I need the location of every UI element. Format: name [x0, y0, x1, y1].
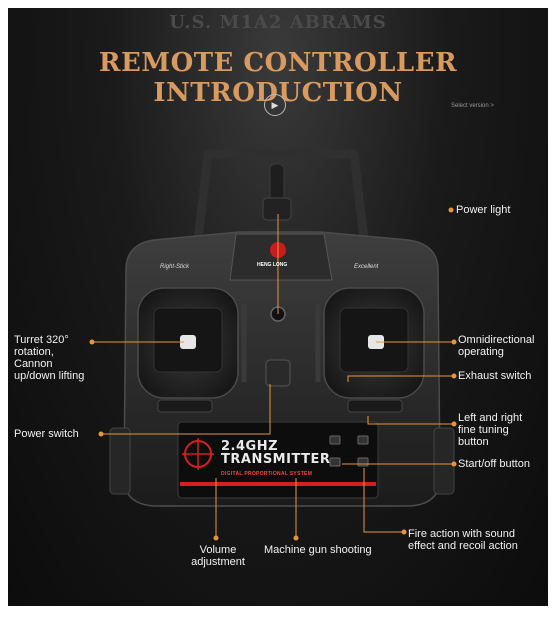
transmitter-subtitle: DIGITAL PROPORTIONAL SYSTEM: [221, 471, 313, 477]
power-switch: [265, 359, 291, 387]
callout-turret: Turret 320° rotation, Cannon up/down lif…: [14, 334, 85, 382]
product-title: U.S. M1A2 ABRAMS: [169, 12, 387, 33]
callout-start-off: Start/off button: [458, 458, 530, 470]
carry-handle: [193, 149, 369, 241]
callout-omnidirectional: Omnidirectional operating: [458, 334, 535, 358]
play-icon[interactable]: ▶: [264, 94, 286, 116]
left-handle-label: Right-Stick: [160, 264, 190, 270]
brand-label: HENG LONG: [257, 262, 288, 268]
callout-fine-tuning: Left and right fine tuning button: [458, 412, 523, 448]
callout-machine-gun: Machine gun shooting: [264, 544, 372, 556]
callout-exhaust-switch: Exhaust switch: [458, 370, 532, 382]
left-stick: [180, 335, 196, 349]
power-light-callout-dot: [448, 207, 454, 213]
callout-fire-action: Fire action with sound effect and recoil…: [408, 528, 518, 552]
page-title: REMOTE CONTROLLER INTRODUCTION: [98, 48, 458, 108]
transmitter-title: 2.4GHZ TRANSMITTER: [221, 439, 331, 467]
callout-power-switch: Power switch: [14, 428, 79, 440]
select-version-link[interactable]: Select version >: [451, 103, 494, 109]
product-image-frame: U.S. M1A2 ABRAMS REMOTE CONTROLLER INTRO…: [8, 8, 548, 606]
transmitter-label-panel: [177, 421, 379, 499]
controller-illustration: [89, 149, 457, 541]
callout-power-light: Power light: [456, 204, 511, 216]
right-handle-label: Excellent: [354, 264, 379, 270]
start-off-button: [329, 457, 341, 467]
callout-volume: Volume adjustment: [191, 544, 245, 568]
